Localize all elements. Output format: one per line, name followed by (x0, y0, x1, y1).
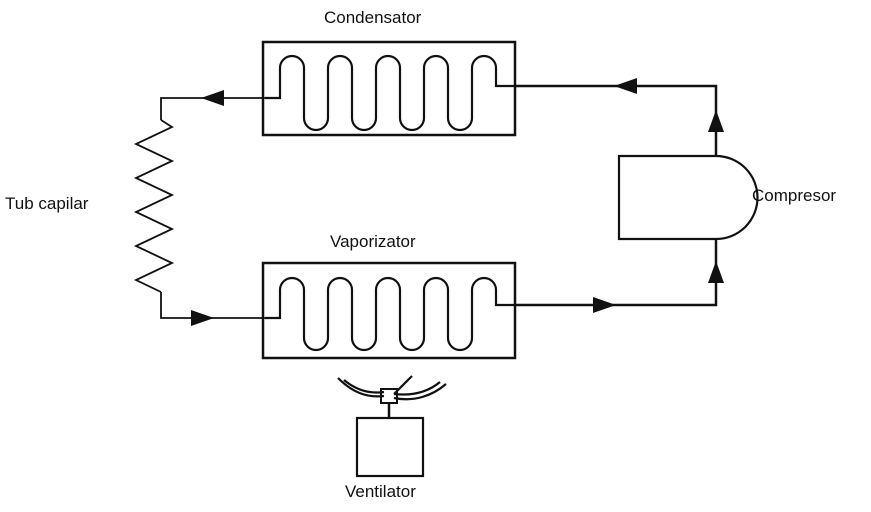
flow-arrow-right-evaporator-in (191, 310, 214, 326)
flow-arrow-left-condenser-out (614, 78, 637, 94)
pipe-compressor-to-condenser (514, 84, 718, 156)
condenser (261, 40, 517, 137)
flow-arrow-up-compressor-in (708, 261, 724, 283)
pipe-capillary-to-evaporator (160, 292, 265, 319)
pipe-condenser-to-capillary (160, 97, 265, 120)
capillary-tube-label: Tub capilar (5, 194, 89, 213)
evaporator (261, 261, 517, 360)
compressor-label: Compresor (752, 186, 837, 205)
evaporator-label: Vaporizator (330, 232, 416, 251)
flow-arrow-up-compressor-out (708, 110, 724, 132)
fan (337, 375, 447, 478)
condenser-label: Condensator (324, 8, 422, 27)
flow-arrow-left-top (201, 90, 224, 106)
capillary-tube (133, 119, 175, 293)
fan-label: Ventilator (345, 482, 416, 501)
flow-arrow-right-evaporator-out (593, 297, 616, 313)
compressor (617, 154, 759, 241)
pipe-evaporator-to-compressor (514, 239, 718, 307)
